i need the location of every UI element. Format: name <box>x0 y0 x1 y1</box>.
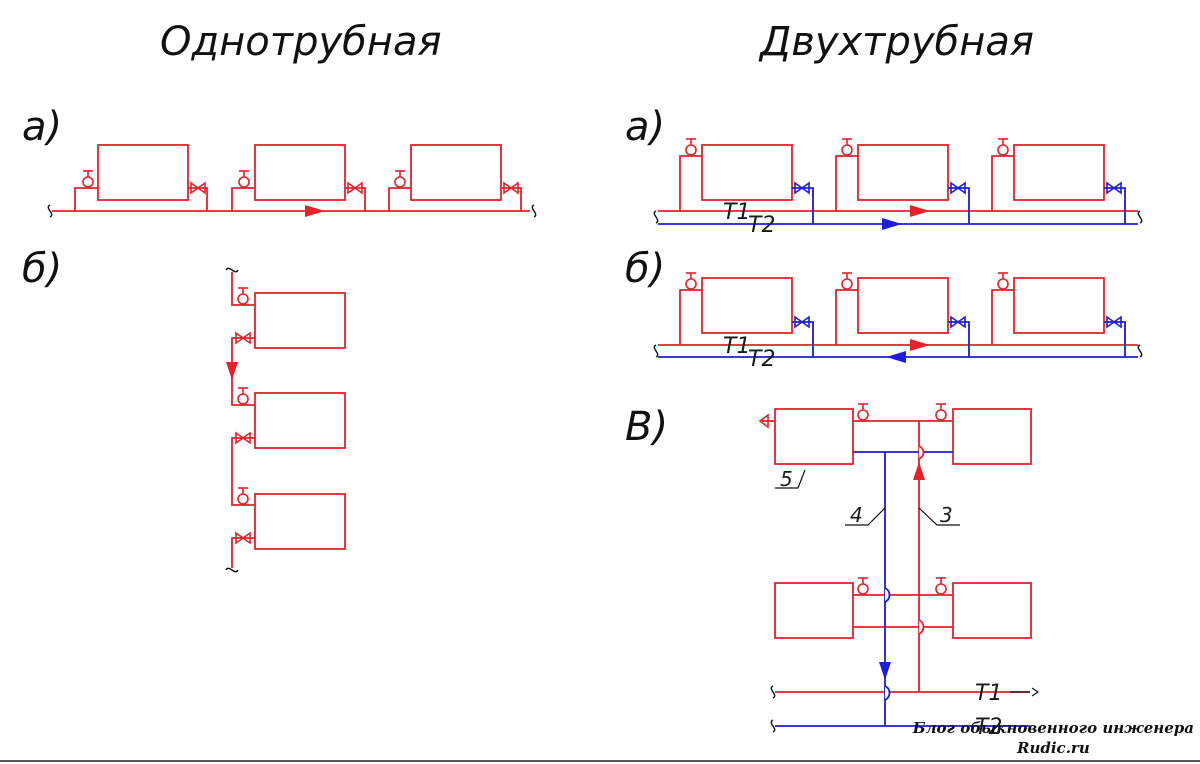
supply-up-arrow <box>913 462 925 480</box>
label-t1-b: Т1 <box>723 334 750 359</box>
marker-right-a: а) <box>625 104 665 150</box>
single-pipe-heading: Однотрубная <box>160 19 442 65</box>
flow-arrow <box>305 205 325 217</box>
return-flow-arrow-b <box>886 351 906 363</box>
two-pipe-reverse-scheme <box>658 277 1138 358</box>
riser-scheme <box>762 408 1032 727</box>
blog-watermark: Блог обыкновенного инженера Rudic.ru <box>913 718 1194 758</box>
two-pipe-heading: Двухтрубная <box>758 19 1034 65</box>
callout-4: 4 <box>850 503 863 527</box>
watermark-site: Rudic.ru <box>1017 739 1090 757</box>
label-t1-v: Т1 <box>975 681 1002 706</box>
marker-left-b: б) <box>22 246 62 292</box>
callout-5: 5 <box>780 467 793 491</box>
two-pipe-dead-end-scheme <box>658 144 1138 225</box>
supply-flow-arrow-b <box>910 339 930 351</box>
label-t2-b: Т2 <box>748 347 775 372</box>
label-t1-a: Т1 <box>723 200 750 225</box>
marker-right-b: б) <box>625 246 665 292</box>
watermark-blog-name: Блог обыкновенного инженера <box>912 719 1194 737</box>
label-t2-a: Т2 <box>748 213 775 238</box>
single-pipe-horizontal-scheme <box>52 144 530 212</box>
callout-3: 3 <box>940 503 953 527</box>
return-down-arrow <box>879 662 891 680</box>
flow-arrow-down <box>226 362 238 380</box>
supply-flow-arrow <box>910 205 930 217</box>
marker-right-v: В) <box>625 404 668 450</box>
marker-left-a: а) <box>22 104 62 150</box>
single-pipe-vertical-scheme <box>231 272 346 568</box>
return-flow-arrow <box>882 218 902 230</box>
label-t2-v: Т2 <box>975 715 1002 740</box>
